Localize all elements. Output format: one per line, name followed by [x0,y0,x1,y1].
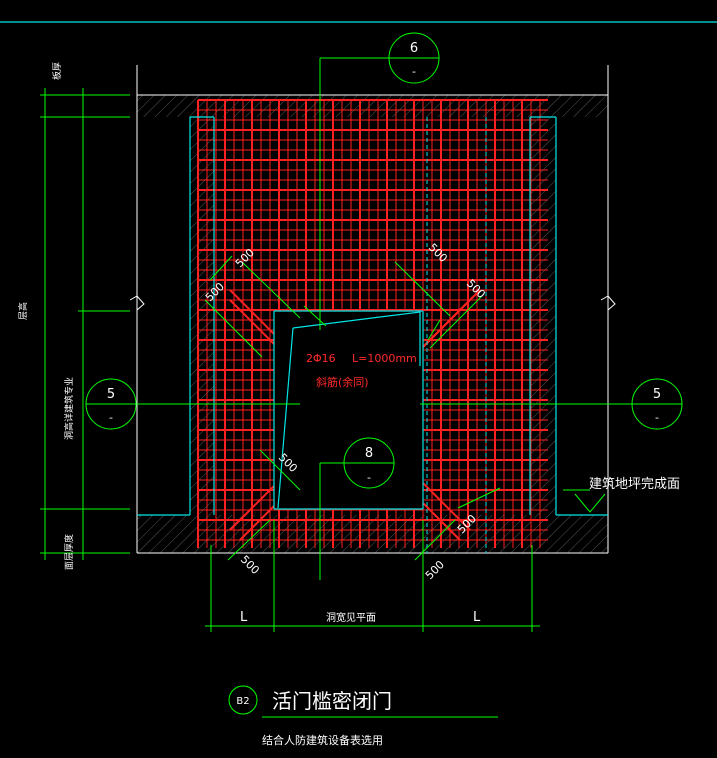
title-badge [228,685,258,715]
title-block: B2 活门槛密闭门 结合人防建筑设备表选用 [228,685,498,747]
svg-text:5: 5 [107,387,115,402]
opening-width-label: 洞宽见平面 [326,611,376,624]
dim-L-right: L [473,610,481,625]
title-badge-text: B2 [236,696,249,707]
rebar-note: 斜筋(余同) [316,375,369,389]
floor-finish-label: 建筑地坪完成面 [589,476,680,492]
section-mark-right: 5 - [631,378,683,430]
floor-height-label: 层高 [17,302,29,320]
slab-thickness-label: 板厚 [51,62,63,80]
svg-text:-: - [109,411,113,424]
section-mark-top: 6 - [388,32,440,84]
dim-500-label: 500 [238,553,262,577]
dim-L-left: L [240,610,248,625]
drawing-subtitle: 结合人防建筑设备表选用 [262,733,383,747]
svg-text:6: 6 [410,41,418,56]
rebar-length: L=1000mm [352,352,417,365]
drawing-title: 活门槛密闭门 [272,689,392,713]
dim-500-label: 500 [426,241,450,265]
svg-text:-: - [412,65,416,78]
rebar-line [419,289,481,351]
dimension-lines [40,57,636,632]
section-mark-center: 8 - [343,437,395,489]
section-mark-left: 5 - [85,378,137,430]
opening-height-label: 洞高详建筑专业 [63,377,75,440]
svg-text:5: 5 [653,387,661,402]
door-opening [137,116,608,553]
svg-text:-: - [367,471,371,484]
svg-text:-: - [655,411,659,424]
surface-thickness-label: 面层厚度 [63,534,75,570]
wall-section [129,65,616,554]
dim-500-label: 500 [423,558,447,582]
rebar-annotation: 2Φ16 L=1000mm 斜筋(余同) [306,352,417,389]
vertical-labels: 板厚 层高 洞高详建筑专业 面层厚度 [17,62,75,570]
svg-text:8: 8 [365,446,373,461]
rebar-spec: 2Φ16 [306,352,336,365]
